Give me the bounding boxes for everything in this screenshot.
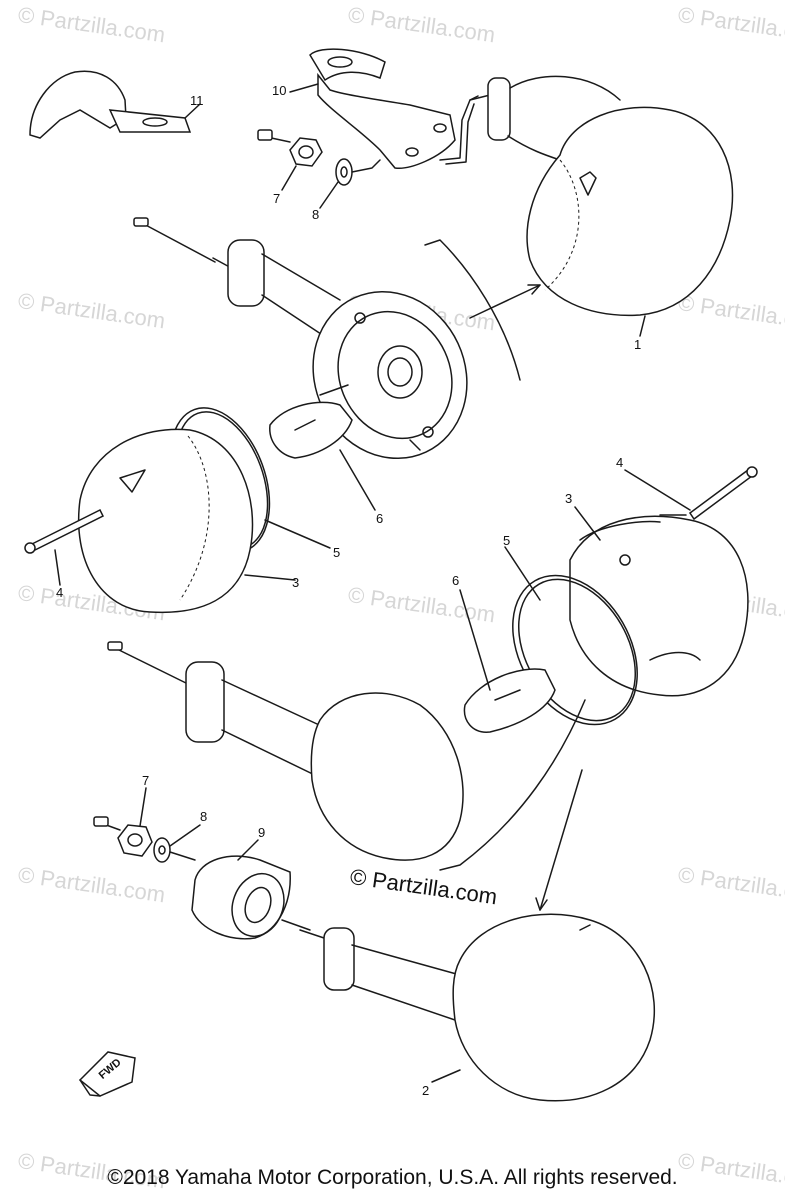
flasher-body-lower <box>107 641 464 861</box>
callout-9: 9 <box>258 825 266 840</box>
callout-7-upper: 7 <box>273 191 281 206</box>
part-7-nut-upper <box>257 129 323 167</box>
part-11-bracket <box>29 70 192 139</box>
callout-3-lower: 3 <box>565 491 573 506</box>
fwd-arrow-icon <box>78 1051 136 1097</box>
copyright-footer: ©2018 Yamaha Motor Corporation, U.S.A. A… <box>107 1166 678 1189</box>
part-9-grommet <box>191 855 311 940</box>
part-4-screw-upper <box>24 508 105 554</box>
callout-5-lower: 5 <box>503 533 511 548</box>
callout-4-lower: 4 <box>616 455 624 470</box>
part-4-screw-lower <box>659 466 758 521</box>
callout-3-upper: 3 <box>292 575 300 590</box>
part-8-washer-lower <box>153 837 196 863</box>
callout-8-upper: 8 <box>312 207 320 222</box>
callout-6-upper: 6 <box>376 511 384 526</box>
part-3-lens-upper <box>78 428 254 614</box>
part-3-lens-lower <box>569 515 749 697</box>
part-6-bulb-lower <box>463 668 556 733</box>
part-1-flasher-upper <box>469 75 734 317</box>
part-10-stay <box>309 48 479 169</box>
callout-10: 10 <box>272 83 287 98</box>
flasher-body-upper <box>133 217 468 460</box>
callout-2: 2 <box>422 1083 430 1098</box>
part-7-nut-lower <box>93 816 153 857</box>
callout-1: 1 <box>634 337 642 352</box>
callout-leaders <box>54 83 691 1083</box>
assembly-bracket-upper <box>424 239 541 381</box>
callout-4-upper: 4 <box>56 585 64 600</box>
callout-6-lower: 6 <box>452 573 460 588</box>
callout-11: 11 <box>190 93 204 108</box>
callout-8-lower: 8 <box>200 809 208 824</box>
part-6-bulb-upper <box>269 384 353 459</box>
callout-7-lower: 7 <box>142 773 150 788</box>
part-8-washer-upper <box>335 158 381 186</box>
part-2-flasher-lower <box>299 913 655 1102</box>
callout-5-upper: 5 <box>333 545 341 560</box>
assembly-bracket-lower <box>439 699 586 911</box>
